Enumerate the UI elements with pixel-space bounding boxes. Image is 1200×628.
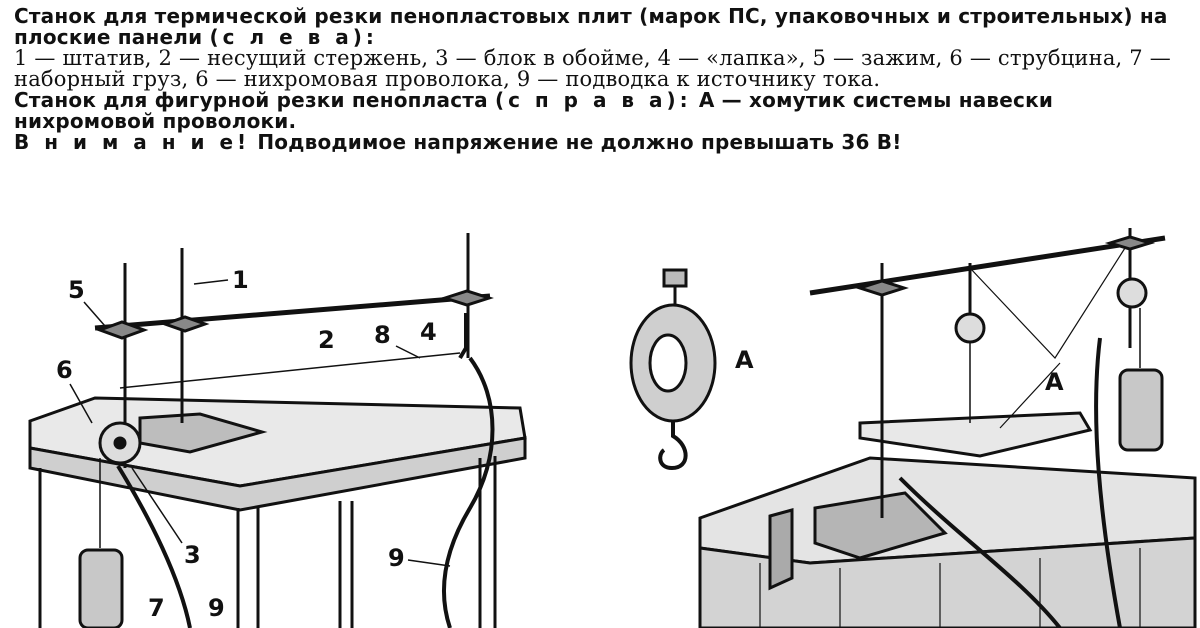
- caption-title-text: Станок для термической резки пенопластов…: [14, 4, 1168, 49]
- caption-title-side: (с л е в а):: [209, 25, 378, 49]
- caption-second-side: (с п р а в а):: [494, 88, 692, 112]
- right-cable: [1094, 337, 1122, 628]
- caption-second: Станок для фигурной резки пенопласта (с …: [14, 90, 1192, 132]
- caption-warning: В н и м а н и е! Подводимое напряжение н…: [14, 132, 1192, 153]
- right-weight: [1118, 368, 1164, 452]
- clamp-detail: [629, 268, 717, 471]
- right-foam-board: [813, 491, 948, 560]
- label-1: 1: [232, 266, 249, 294]
- right-machine: [698, 228, 1197, 628]
- left-nichrome-wire: [119, 352, 461, 389]
- warning-word: В н и м а н и е!: [14, 130, 251, 154]
- illustration: 1 2 3 4 5 6 7 8 9 9 А: [28, 228, 1197, 628]
- label-5: 5: [68, 276, 85, 304]
- left-carrying-rod: [94, 293, 491, 331]
- label-4: 4: [420, 318, 437, 346]
- label-9b: 9: [388, 544, 405, 572]
- caption-second-title: Станок для фигурной резки пенопласта: [14, 88, 488, 112]
- label-a-right: А: [1045, 368, 1064, 396]
- label-a-detail: А: [735, 346, 754, 374]
- left-machine: [28, 233, 527, 628]
- clamp-hook: [658, 421, 688, 471]
- label-6: 6: [56, 356, 73, 384]
- caption-title: Станок для термической резки пенопластов…: [14, 6, 1192, 48]
- label-8: 8: [374, 321, 391, 349]
- caption-second-text: А — хомутик системы навески нихромовой п…: [14, 88, 1054, 133]
- left-cable: [442, 356, 495, 628]
- label-2: 2: [318, 326, 335, 354]
- left-table-leg: [236, 508, 260, 628]
- left-weight: [78, 548, 124, 628]
- caption-legend: 1 — штатив, 2 — несущий стержень, 3 — бл…: [14, 46, 1171, 91]
- left-labels: 1 2 3 4 5 6 7 8 9 9: [56, 266, 451, 622]
- label-3: 3: [184, 541, 201, 569]
- warning-text: Подводимое напряжение не должно превышат…: [257, 130, 902, 154]
- caption: Станок для термической резки пенопластов…: [14, 6, 1192, 153]
- label-7: 7: [148, 594, 165, 622]
- label-9a: 9: [208, 594, 225, 622]
- right-carrying-rod: [809, 235, 1166, 296]
